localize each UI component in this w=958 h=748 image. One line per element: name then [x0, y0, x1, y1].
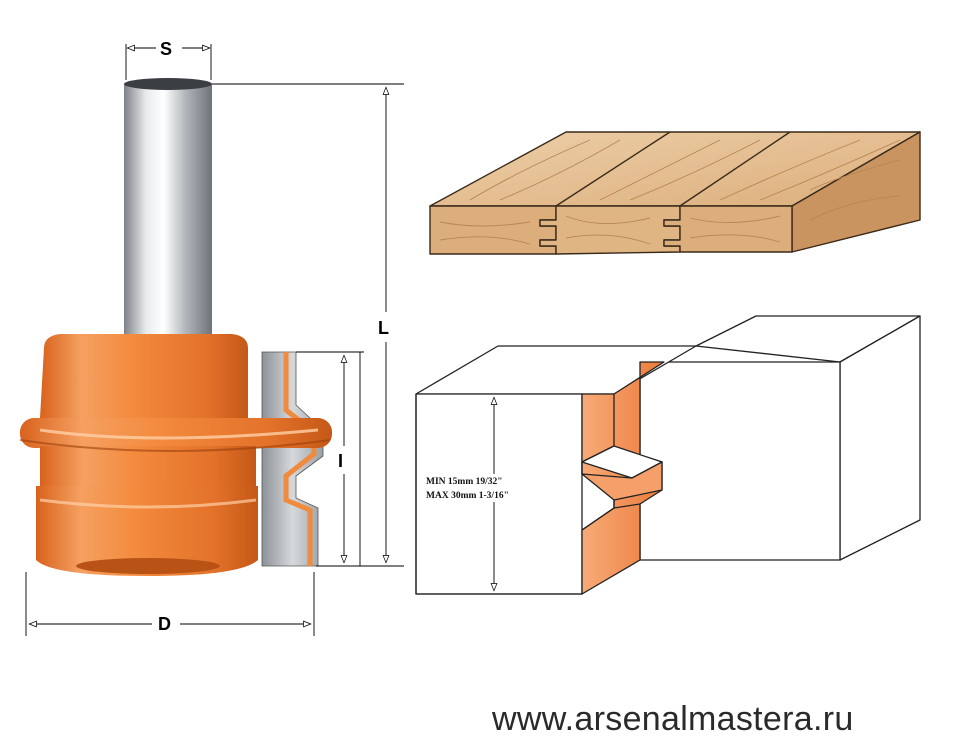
- dimension-l-label: L: [378, 318, 389, 338]
- joint-block-illustration: [415, 315, 921, 595]
- dimension-i-label: I: [338, 451, 343, 471]
- shank: [124, 84, 212, 336]
- shank-top: [124, 78, 212, 90]
- spec-max-text: MAX 30mm 1-3/16": [426, 491, 509, 501]
- joined-boards-illustration: [429, 131, 921, 255]
- router-bit: [19, 78, 332, 576]
- dimension-lines: [25, 44, 404, 636]
- cutter-body: [19, 334, 332, 576]
- spec-min-text: MIN 15mm 19/32": [426, 477, 503, 487]
- carbide-blade: [261, 351, 324, 567]
- dimension-d-label: D: [158, 614, 171, 634]
- blade-edge: [283, 352, 317, 566]
- dimension-s-label: S: [160, 39, 172, 59]
- website-watermark: www.arsenalmastera.ru: [492, 700, 854, 738]
